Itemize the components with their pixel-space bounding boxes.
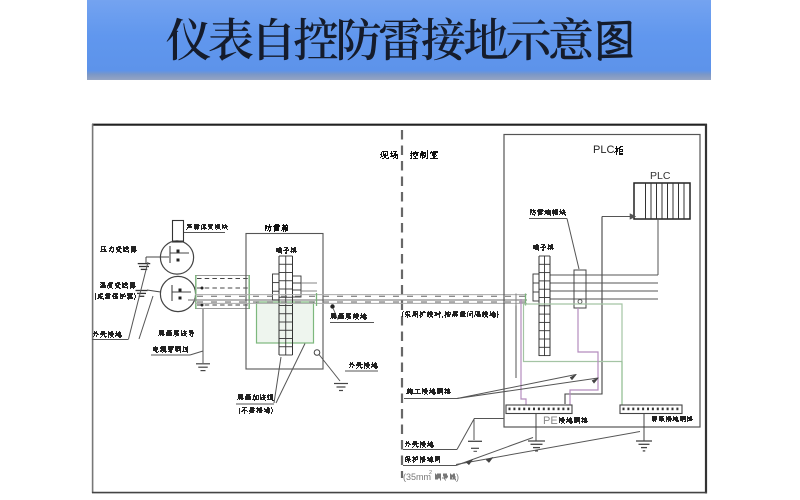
svg-text:PLC: PLC: [650, 170, 671, 182]
svg-text:): ): [456, 472, 459, 482]
svg-text:PE: PE: [543, 415, 558, 427]
svg-text:2: 2: [429, 470, 432, 476]
svg-text:(35mm: (35mm: [403, 472, 431, 482]
svg-text:PLC: PLC: [593, 144, 614, 156]
